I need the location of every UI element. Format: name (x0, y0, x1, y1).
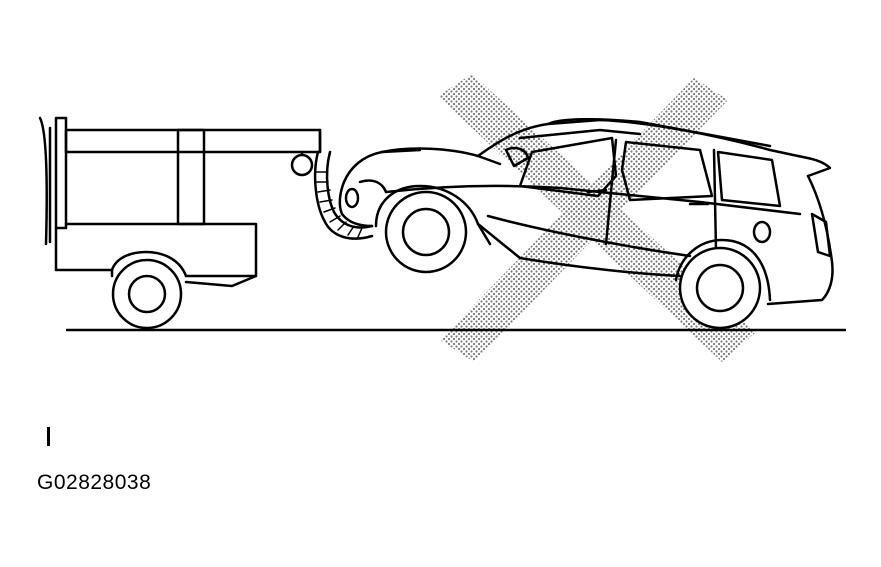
prohibited-x-icon (438, 74, 756, 362)
tow-truck-icon (38, 116, 374, 330)
suv-icon (338, 117, 834, 330)
figure-code: G02828038 (37, 471, 152, 494)
reference-mark (47, 427, 50, 446)
